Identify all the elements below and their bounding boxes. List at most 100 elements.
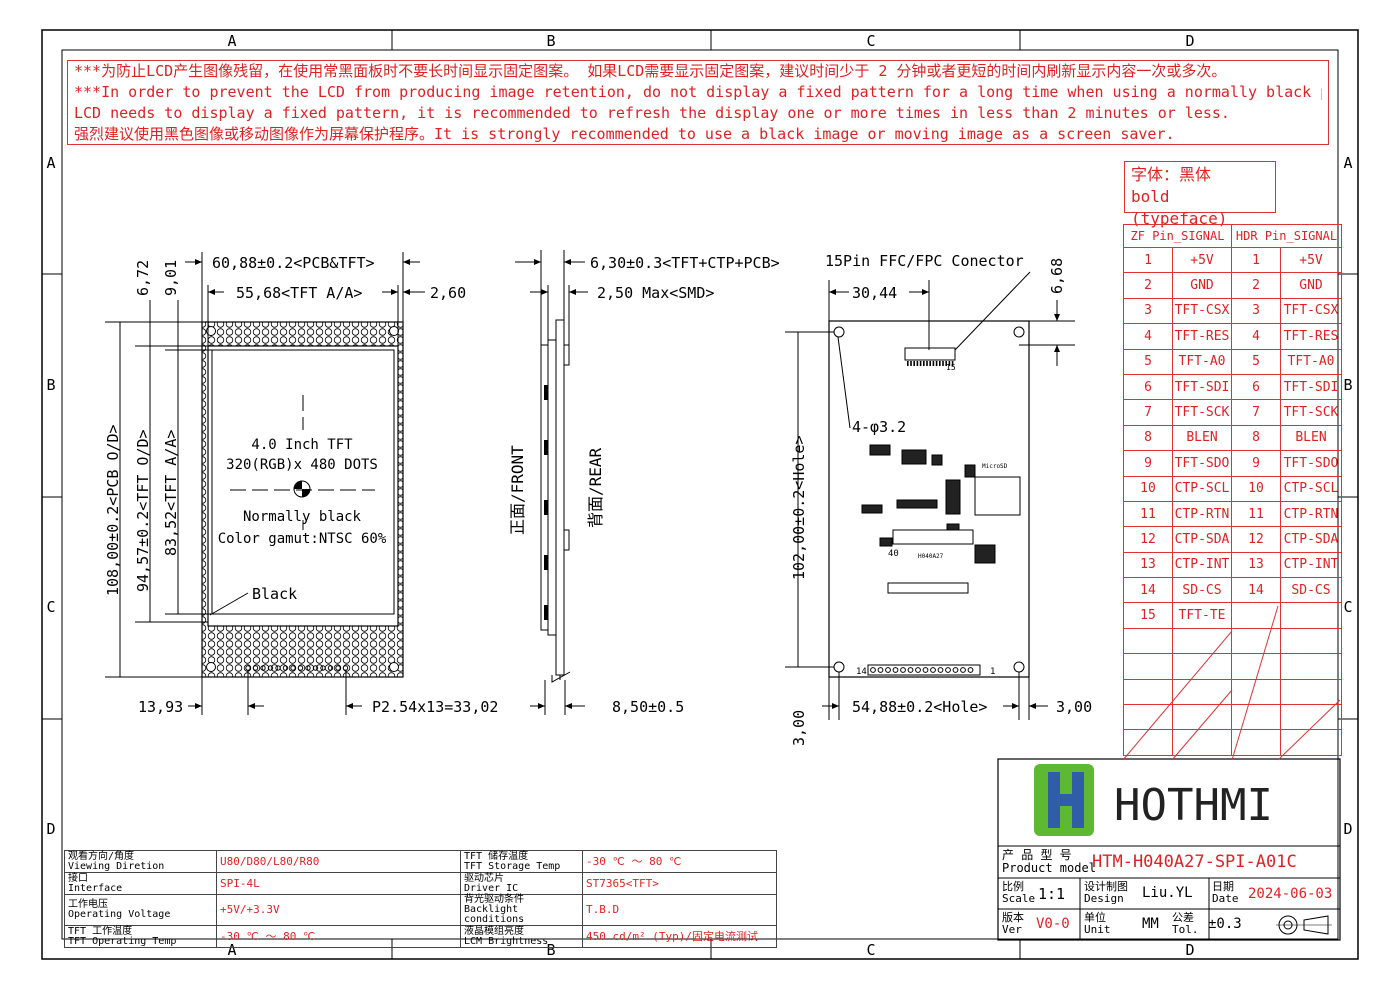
header-pin [252, 665, 259, 671]
font-note: 字体：黑体 bold (typeface) [1124, 161, 1276, 228]
dim-pcb-tft-width: 60,88±0.2<PCB&TFT> [212, 254, 375, 272]
smd-component [896, 499, 938, 509]
header-pin [320, 665, 326, 671]
spec-label-en: Driver IC [464, 882, 519, 894]
zf-pin-signal: TFT-SCK [1172, 399, 1232, 426]
spec-right-value: ST7365<TFT> [582, 872, 777, 895]
version-en: Ver [1002, 923, 1022, 936]
hole-spec-label: 4-φ3.2 [852, 418, 906, 436]
projection-symbol-icon [1276, 915, 1332, 935]
row-label-a-right: A [1343, 154, 1352, 172]
front-header-pins [245, 665, 349, 671]
hdr-pin-number: 8 [1231, 424, 1281, 452]
design-cn: 设计制图 [1084, 880, 1128, 893]
dim-right-3-00: 3,00 [1056, 698, 1092, 716]
hothmi-logo: HOTHMI [1032, 762, 1332, 842]
header-pin [900, 667, 906, 673]
dim-right-2-60: 2,60 [430, 284, 466, 302]
header-pin [945, 667, 951, 673]
col-label-a-bottom: A [227, 941, 236, 959]
smd-component [879, 537, 893, 547]
zf-pin-signal: CTP-INT [1172, 551, 1232, 579]
row-label-d-right: D [1343, 820, 1352, 838]
fpc-pin [919, 361, 922, 366]
dim-pitch: P2.54x13=33,02 [372, 698, 498, 716]
dim-hole-height: 102,00±0.2<Hole> [790, 436, 808, 581]
dim-tft-height: 94,57±0.2<TFT O/D> [134, 429, 152, 592]
row-label-c-left: C [46, 598, 55, 616]
hdr-pin-number: 12 [1231, 526, 1281, 553]
spec-label-cn: TFT 储存温度 [464, 850, 529, 862]
rear-pin-1-label: 1 [990, 667, 995, 677]
fpc-pin [939, 361, 941, 366]
fpc-pin [923, 361, 925, 366]
header-pin [892, 667, 899, 673]
screen-resolution-label: 320(RGB)x 480 DOTS [226, 457, 378, 473]
rear-components [861, 444, 996, 564]
version-cn: 版本 [1002, 911, 1024, 924]
zf-pin-number: 13 [1123, 551, 1173, 579]
dim-tft-aa-width: 55,68<TFT A/A> [236, 284, 362, 302]
font-note-line-2: bold (typeface) [1131, 187, 1228, 228]
notice-line-4: 强烈建议使用黑色图像或移动图像作为屏幕保护程序。It is strongly r… [74, 125, 1175, 143]
header-pin [327, 665, 334, 671]
fpc-pin [907, 361, 909, 366]
zf-pin-signal: TFT-CSX [1172, 297, 1232, 325]
title-block: 产 品 型 号 Product model HTM-H040A27-SPI-A0… [998, 846, 1340, 940]
product-model-value: HTM-H040A27-SPI-A01C [1092, 852, 1297, 872]
font-note-line-1: 字体：黑体 [1131, 165, 1212, 184]
row-label-a-left: A [46, 154, 55, 172]
spec-left-value: SPI-4L [216, 872, 461, 895]
header-pin [290, 665, 296, 671]
dim-connector-offset: 30,44 [852, 284, 897, 302]
scale-en: Scale [1002, 892, 1036, 905]
spec-right-value: -30 ℃ ～ 80 ℃ [582, 850, 777, 873]
scale-cn: 比例 [1002, 880, 1024, 893]
spec-label-cn: TFT 工作温度 [68, 925, 133, 937]
fpc-pin [945, 361, 947, 366]
fpc-connector-pins [907, 361, 954, 366]
dim-pcb-height: 108,00±0.2<PCB O/D> [104, 424, 122, 596]
spec-label-cn: 观看方向/角度 [68, 850, 135, 862]
tolerance-en: Tol. [1172, 923, 1199, 936]
zf-pin-signal: TFT-TE [1172, 602, 1232, 629]
header-pin [870, 667, 876, 673]
fpc-pin [926, 361, 928, 366]
dim-side-bottom: 8,50±0.5 [612, 698, 684, 716]
num-40-label: 40 [888, 549, 899, 559]
fpc-pin [932, 361, 935, 366]
spec-left-value: -30 ℃ ～ 80 ℃ [216, 925, 461, 948]
rear-view: 15 MicroSD H040A27 40 14 1 15Pin FFC/FPC… [785, 252, 1092, 746]
col-label-d-top: D [1185, 32, 1194, 50]
header-pin [930, 667, 936, 673]
header-pin [922, 667, 929, 673]
hdr-pin-signal: TFT-CSX [1280, 297, 1342, 325]
unit-cn: 单位 [1084, 911, 1106, 924]
unit-en: Unit [1084, 923, 1111, 936]
header-pin [960, 667, 966, 673]
dim-smd-max: 2,50 Max<SMD> [597, 284, 714, 302]
spec-label-en: Interface [68, 882, 123, 894]
row-label-c-right: C [1343, 598, 1352, 616]
dim-top-6-72: 6,72 [134, 260, 152, 296]
spec-label-cn: 液晶模组亮度 [464, 925, 524, 937]
hdr-pin-signal: CTP-RTN [1280, 500, 1342, 528]
dim-left-13-93: 13,93 [138, 698, 183, 716]
header-pin [335, 665, 341, 671]
spec-label-cn: 背光驱动条件 [464, 894, 524, 905]
zf-pin-signal: TFT-SDO [1172, 450, 1232, 477]
dim-connector-top: 6,68 [1048, 258, 1066, 294]
fpc-pin [916, 361, 919, 366]
scale-value: 1:1 [1038, 885, 1066, 903]
smd-component [901, 449, 927, 465]
